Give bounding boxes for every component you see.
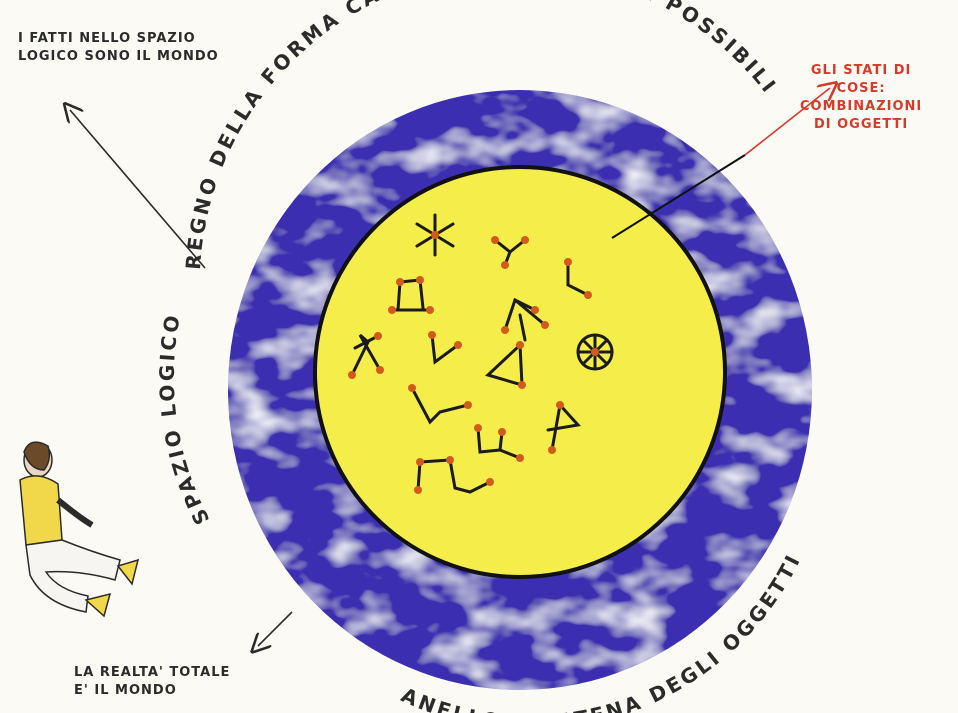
note-line: LOGICO SONO IL MONDO [18,48,219,66]
note-line: DI OGGETTI [800,116,922,134]
note-line: COSE: [800,80,922,98]
arc-label-left: SPAZIO LOGICO [155,311,215,529]
note-total-reality: LA REALTA' TOTALE E' IL MONDO [74,664,230,700]
observer-figure [20,442,138,616]
note-line: COMBINAZIONI [800,98,922,116]
note-line: E' IL MONDO [74,682,230,700]
note-line: LA REALTA' TOTALE [74,664,230,682]
arrow-to-reality-note [258,612,292,646]
combination-wheel [578,335,612,369]
note-facts-logical-space: I FATTI NELLO SPAZIO LOGICO SONO IL MOND… [18,30,219,66]
arrow-to-facts-note [70,110,205,268]
note-line: I FATTI NELLO SPAZIO [18,30,219,48]
note-states-of-affairs: GLI STATI DI COSE: COMBINAZIONI DI OGGET… [800,62,922,134]
note-line: GLI STATI DI [800,62,922,80]
